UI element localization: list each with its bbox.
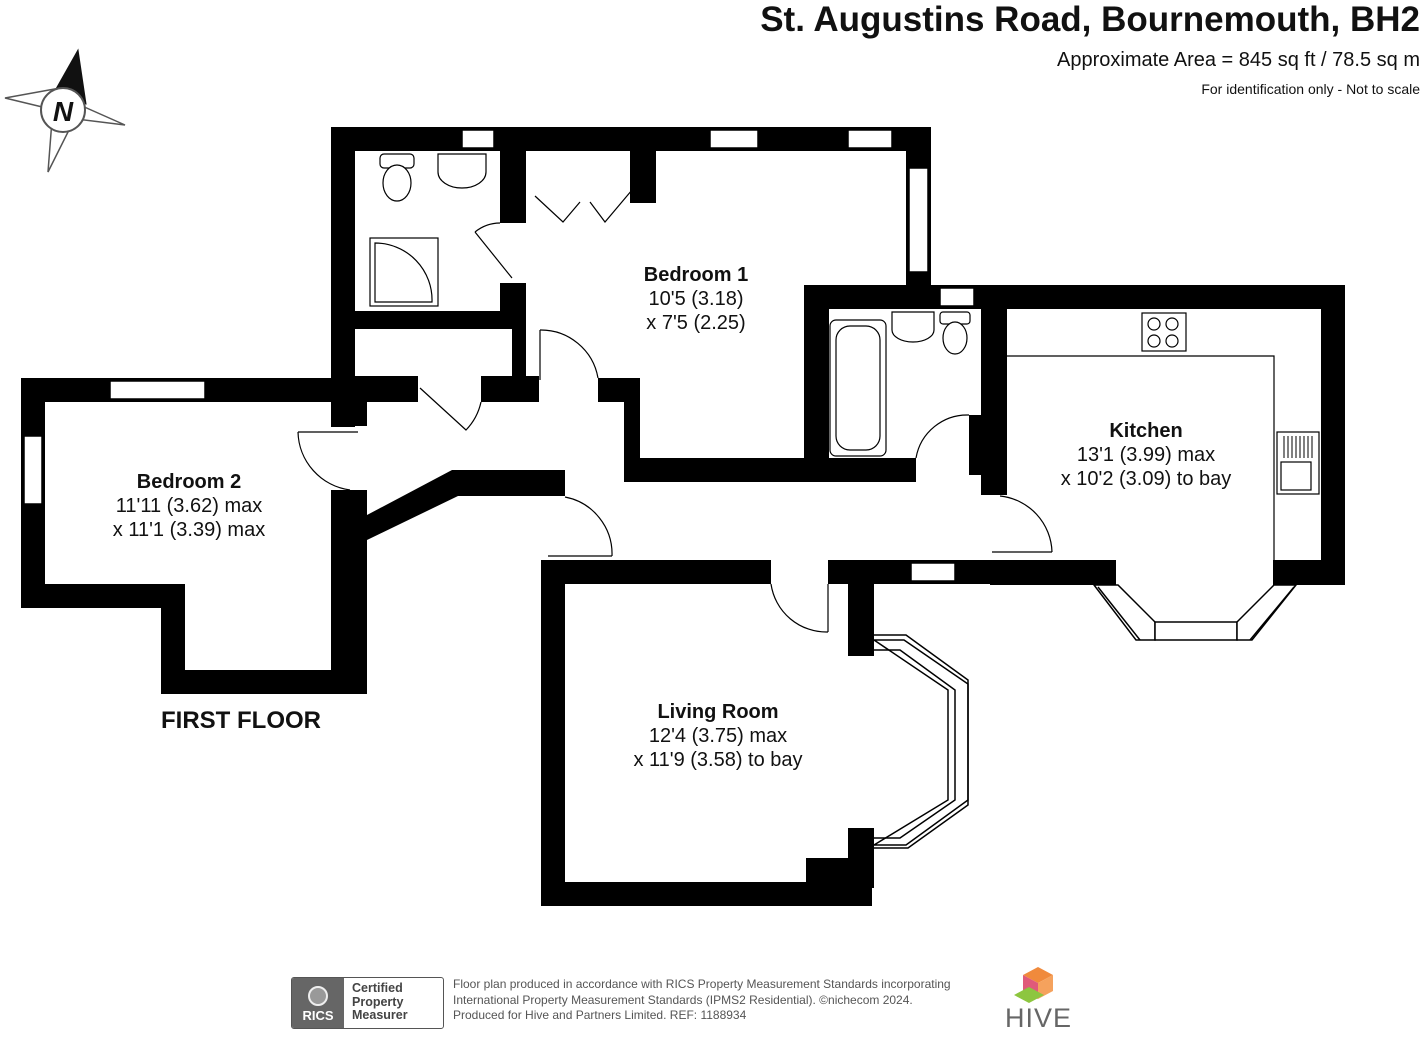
svg-text:x 10'2 (3.09) to bay: x 10'2 (3.09) to bay	[1061, 468, 1232, 490]
room-label-kitchen: Kitchen 13'1 (3.99) max x 10'2 (3.09) to…	[1061, 420, 1232, 490]
sink-icon	[437, 153, 487, 189]
drainer-lines	[1283, 436, 1313, 458]
room-label-living-room: Living Room 12'4 (3.75) max x 11'9 (3.58…	[633, 701, 802, 771]
svg-text:10'5 (3.18): 10'5 (3.18)	[649, 288, 744, 310]
page-title: St. Augustins Road, Bournemouth, BH2	[760, 0, 1420, 39]
footer-line: International Property Measurement Stand…	[453, 992, 913, 1007]
windows	[23, 129, 1298, 846]
disclaimer-note: For identification only - Not to scale	[1201, 81, 1420, 97]
rics-badge: RICS Certified Property Measurer	[291, 977, 444, 1029]
svg-text:Kitchen: Kitchen	[1109, 420, 1182, 442]
footer-notes: Floor plan produced in accordance with R…	[453, 977, 951, 1024]
approximate-area: Approximate Area = 845 sq ft / 78.5 sq m	[1057, 49, 1420, 71]
compass-letter: N	[53, 96, 74, 127]
rics-logo: RICS	[292, 978, 344, 1028]
floor-label: FIRST FLOOR	[161, 707, 321, 734]
svg-text:x 7'5 (2.25): x 7'5 (2.25)	[646, 312, 745, 334]
footer-line: Floor plan produced in accordance with R…	[453, 977, 951, 991]
hive-brand: HIVE	[1005, 1003, 1073, 1033]
svg-text:13'1 (3.99) max: 13'1 (3.99) max	[1077, 444, 1215, 466]
door-swings	[297, 189, 1053, 633]
bay-window-lines	[874, 586, 1295, 849]
svg-text:Bedroom 2: Bedroom 2	[137, 471, 241, 493]
hob-icon	[1141, 312, 1187, 352]
room-label-bedroom-2: Bedroom 2 11'11 (3.62) max x 11'1 (3.39)…	[113, 471, 265, 541]
rics-emblem-icon	[308, 986, 328, 1006]
room-label-bedroom-1: Bedroom 1 10'5 (3.18) x 7'5 (2.25)	[644, 264, 748, 334]
footer-line: Produced for Hive and Partners Limited. …	[453, 1008, 747, 1022]
svg-text:Bedroom 1: Bedroom 1	[644, 264, 748, 286]
svg-text:12'4 (3.75) max: 12'4 (3.75) max	[649, 725, 787, 747]
svg-text:11'11 (3.62) max: 11'11 (3.62) max	[116, 495, 262, 517]
ensuite-sink-icon	[891, 311, 935, 343]
hive-logo-icon	[1014, 967, 1053, 1003]
compass-icon: N	[4, 48, 126, 173]
certified-measurer-text: Certified Property Measurer	[352, 981, 408, 1022]
svg-text:x 11'9 (3.58) to bay: x 11'9 (3.58) to bay	[633, 749, 802, 771]
svg-text:Living Room: Living Room	[657, 701, 778, 723]
svg-text:x 11'1 (3.39) max: x 11'1 (3.39) max	[113, 519, 265, 541]
walls	[21, 127, 1345, 906]
